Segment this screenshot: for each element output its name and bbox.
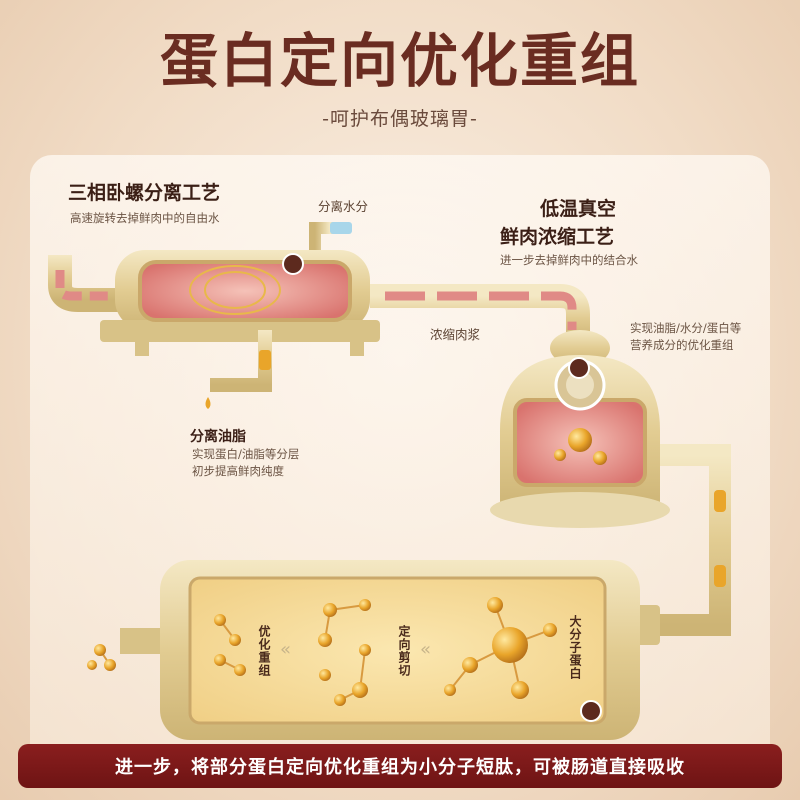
paste-label: 浓缩肉浆 xyxy=(430,327,481,342)
directional-cut-label: 定向剪切 xyxy=(397,625,411,677)
optimize-label: 优化重组 xyxy=(257,625,271,677)
footer-banner: 进一步，将部分蛋白定向优化重组为小分子短肽，可被肠道直接吸收 xyxy=(18,744,782,788)
cut-molecule-cluster xyxy=(318,599,371,706)
step2-title-1: 低温真空 xyxy=(540,198,617,220)
marker-dot-2 xyxy=(568,357,590,379)
oil-desc-1: 实现蛋白/油脂等分层 xyxy=(192,447,300,461)
step2-title-2: 鲜肉浓缩工艺 xyxy=(500,226,615,248)
marker-dot-3 xyxy=(580,700,602,722)
large-molecule-label: 大分子蛋白 xyxy=(568,615,582,680)
oil-title: 分离油脂 xyxy=(190,429,246,445)
water-label: 分离水分 xyxy=(318,199,369,214)
decanter-chamber xyxy=(138,260,352,322)
reactor-chamber xyxy=(188,576,607,725)
chevron-left-icon-2: « xyxy=(280,639,291,660)
step1-desc: 高速旋转去掉鲜肉中的自由水 xyxy=(70,211,220,225)
page-title: 蛋白定向优化重组 xyxy=(159,27,640,95)
step2-note-1: 实现油脂/水分/蛋白等 xyxy=(630,321,742,335)
chevron-left-icon: « xyxy=(420,639,431,660)
step1-title: 三相卧螺分离工艺 xyxy=(68,182,221,204)
step2-desc: 进一步去掉鲜肉中的结合水 xyxy=(500,253,638,267)
marker-dot xyxy=(282,253,304,275)
step2-note-2: 营养成分的优化重组 xyxy=(630,338,734,352)
oil-desc-2: 初步提高鲜肉纯度 xyxy=(192,464,284,478)
small-molecule-cluster xyxy=(87,614,246,676)
page-subtitle: -呵护布偶玻璃胃- xyxy=(322,108,478,130)
large-molecule-cluster xyxy=(444,597,557,699)
